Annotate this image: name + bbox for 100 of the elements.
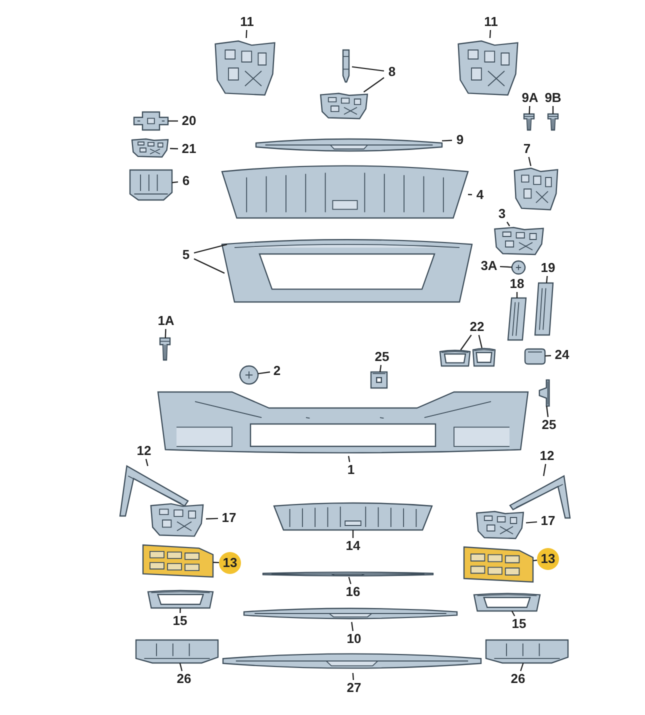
bumper-drawing <box>158 392 528 456</box>
nut-drawing <box>512 261 525 274</box>
leader-line <box>500 266 512 268</box>
leader-line <box>352 66 384 72</box>
callout-number: 26 <box>173 671 195 687</box>
callout-number: 20 <box>178 113 200 129</box>
leader-line <box>168 120 178 122</box>
callout-number: 17 <box>537 513 559 529</box>
clip-drawing <box>538 380 552 406</box>
callout-number: 1A <box>155 313 177 329</box>
leader-line <box>460 334 472 350</box>
leader-line <box>351 622 354 632</box>
leader-line <box>442 140 452 142</box>
callout-number: 10 <box>343 631 365 647</box>
grille-drawing <box>143 545 213 577</box>
callout-number: 25 <box>538 417 560 433</box>
callout-number: 1 <box>344 462 358 478</box>
mounting-bracket-drawing <box>455 38 521 98</box>
callout-number: 22 <box>466 319 488 335</box>
mounting-bracket-drawing <box>212 38 278 98</box>
spoiler-drawing <box>244 605 457 622</box>
leader-line <box>511 610 516 616</box>
callout-number: 6 <box>178 173 194 189</box>
trim-drawing <box>535 283 553 335</box>
leader-line <box>544 355 552 357</box>
leader-line <box>246 30 248 38</box>
callout-number: 9A <box>519 90 541 106</box>
leader-line <box>546 276 548 284</box>
bracket-drawing <box>492 226 546 256</box>
leader-line <box>164 328 166 338</box>
leader-line <box>206 518 218 520</box>
callout-number: 8 <box>384 64 400 80</box>
leader-line <box>352 530 354 538</box>
callout-number: 9B <box>542 90 564 106</box>
leader-line <box>352 672 354 680</box>
screw-drawing <box>160 338 170 360</box>
bracket-drawing <box>474 510 526 540</box>
callout-number: 27 <box>343 680 365 696</box>
bracket-drawing <box>134 112 168 130</box>
leader-line <box>489 30 492 38</box>
callout-number: 15 <box>169 613 191 629</box>
frame-drawing <box>474 593 540 611</box>
callout-number: 25 <box>371 349 393 365</box>
leader-line <box>172 181 178 184</box>
grille-drawing <box>464 547 533 582</box>
leader-line <box>145 458 148 466</box>
leader-line <box>258 371 270 374</box>
cover-drawing <box>136 640 218 663</box>
bracket-drawing <box>148 502 206 538</box>
leader-line <box>468 194 472 196</box>
cover-drawing <box>486 640 568 663</box>
callout-number: 3A <box>478 258 500 274</box>
trim-drawing <box>508 298 526 340</box>
callout-number: 11 <box>236 14 258 30</box>
leader-line <box>348 576 352 584</box>
callout-number: 26 <box>507 671 529 687</box>
callout-number: 12 <box>536 448 558 464</box>
callout-number: 18 <box>506 276 528 292</box>
callout-number: 4 <box>472 187 488 203</box>
callout-number: 15 <box>508 616 530 632</box>
callout-number: 3 <box>494 206 510 222</box>
cover-drawing <box>130 170 172 200</box>
leader-line <box>379 364 382 372</box>
plug-drawing <box>240 366 258 384</box>
leader-line <box>526 521 538 524</box>
grille-frame-drawing <box>222 238 472 302</box>
pad-drawing <box>371 372 387 388</box>
leader-line <box>516 292 518 298</box>
leader-line <box>506 222 510 226</box>
leader-line <box>520 662 524 672</box>
leader-line <box>546 406 549 418</box>
frame-drawing <box>148 590 213 608</box>
trim-strip-drawing <box>120 466 188 516</box>
callout-number: 17 <box>218 510 240 526</box>
callout-number: 24 <box>551 347 573 363</box>
leader-line <box>180 608 181 614</box>
leader-line <box>543 464 546 476</box>
callout-number: 13 <box>537 548 559 570</box>
trim-strip-drawing <box>263 571 433 577</box>
leader-line <box>170 148 178 150</box>
bracket-drawing <box>318 92 370 120</box>
bracket-drawing <box>512 166 560 212</box>
callout-number: 5 <box>178 247 194 263</box>
bracket-drawing <box>130 138 170 158</box>
leader-line <box>194 258 225 274</box>
leader-line <box>194 244 228 254</box>
callout-number: 11 <box>480 14 502 30</box>
pin-drawing <box>340 50 352 82</box>
leader-line <box>478 334 482 348</box>
cap-drawing <box>525 349 545 364</box>
callout-number: 12 <box>133 443 155 459</box>
callout-number: 16 <box>342 584 364 600</box>
callout-number: 19 <box>537 260 559 276</box>
callout-number: 14 <box>342 538 364 554</box>
leader-line <box>348 456 350 462</box>
leader-line <box>528 106 530 114</box>
leader-line <box>179 662 183 672</box>
trim-strip-drawing <box>510 476 570 518</box>
leader-line <box>363 77 384 92</box>
gasket-drawing <box>473 348 495 366</box>
